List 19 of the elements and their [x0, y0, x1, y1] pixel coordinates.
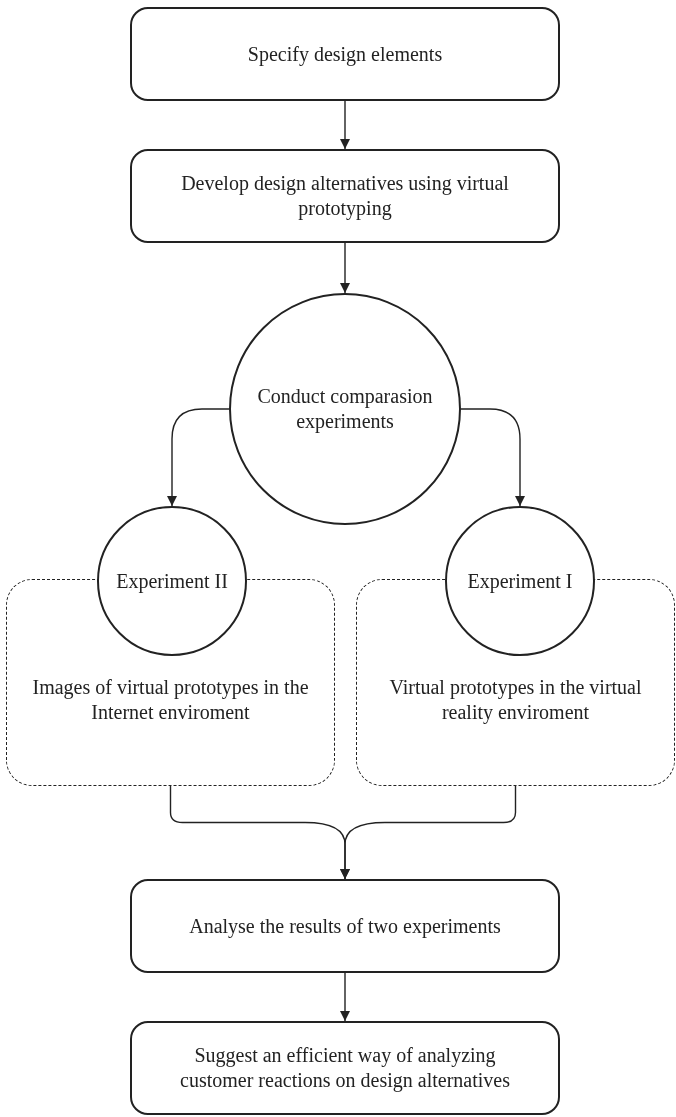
process-box	[130, 879, 560, 973]
process-box	[130, 1021, 560, 1115]
process-box	[130, 7, 560, 101]
node-label: Conduct comparasion experiments	[256, 384, 434, 434]
node-label: Virtual prototypes in the virtual reality enviroment	[388, 675, 643, 725]
arrow	[167, 408, 230, 507]
arrow	[340, 242, 350, 294]
node-label: Analyse the results of two experiments	[189, 913, 501, 939]
node-label: Experiment II	[116, 568, 228, 594]
arrow	[460, 408, 525, 507]
arrow	[340, 972, 350, 1022]
node-label: Experiment I	[467, 568, 573, 594]
process-box	[130, 149, 560, 243]
arrow	[340, 785, 517, 880]
node-label: Images of virtual prototypes in the Internet enviroment	[31, 675, 310, 725]
node-label: Suggest an efficient way of analyzing customer reactions on design alternatives	[179, 1043, 511, 1093]
arrow	[340, 100, 350, 150]
node-label: Specify design elements	[247, 41, 443, 67]
node-label: Develop design alternatives using virtual prototyping	[180, 171, 510, 221]
